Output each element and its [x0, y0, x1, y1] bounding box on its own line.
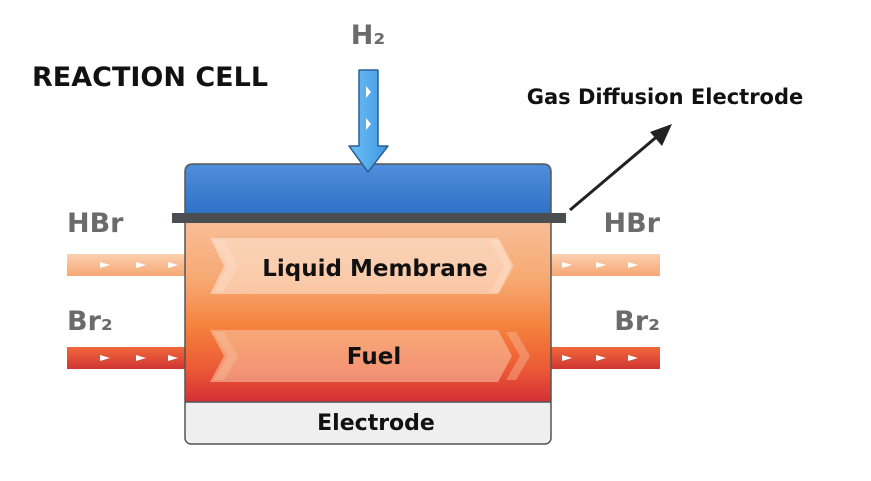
- pipe-flow-arrows: [100, 262, 638, 361]
- h2-label: H₂: [351, 20, 385, 51]
- fuel-label: Fuel: [347, 344, 401, 370]
- br2-outlet-label: Br₂: [614, 306, 660, 337]
- membrane-flow-chevrons: [214, 240, 514, 292]
- gas-chamber: [184, 163, 552, 217]
- callout-arrow: [569, 124, 672, 212]
- br2-inlet-pipe: [67, 347, 187, 369]
- br2-inlet-label: Br₂: [67, 306, 113, 337]
- h2-inlet-arrow: [348, 69, 389, 173]
- gas-diffusion-electrode-label: Gas Diffusion Electrode: [527, 85, 804, 109]
- fuel-flow-band: [210, 330, 512, 382]
- fuel-flow-chevrons: [214, 332, 530, 380]
- hbr-outlet-label: HBr: [604, 208, 661, 239]
- hbr-inlet-label: HBr: [67, 208, 124, 239]
- hbr-inlet-pipe: [67, 254, 187, 276]
- liquid-membrane-label: Liquid Membrane: [262, 256, 488, 282]
- diagram-title: REACTION CELL: [32, 62, 268, 93]
- gas-diffusion-electrode-bar: [172, 213, 566, 223]
- electrode-label: Electrode: [317, 411, 435, 436]
- membrane-flow-band: [210, 238, 512, 294]
